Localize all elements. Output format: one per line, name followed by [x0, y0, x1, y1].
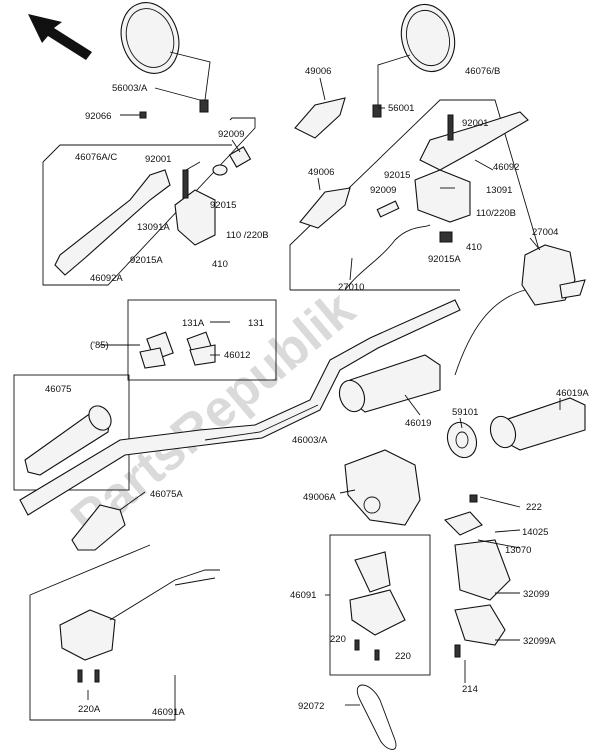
label-27004: 27004 — [532, 227, 558, 238]
throttle-housing — [521, 244, 586, 306]
label-92015-left: 92015 — [210, 200, 236, 211]
cable-clamp — [356, 684, 397, 750]
label-49006-middle: 49006 — [308, 167, 334, 178]
label-46019A: 46019A — [556, 388, 589, 399]
label-220A: 220A — [78, 704, 101, 715]
label-222: 222 — [526, 502, 542, 513]
region-outlines — [13, 99, 546, 721]
bolts — [77, 111, 478, 683]
throttle-case-parts — [443, 511, 511, 646]
label-92001-left: 92001 — [145, 154, 171, 165]
label-46091A: 46091A — [152, 707, 185, 718]
label-46019: 46019 — [405, 418, 431, 429]
label-92015A-left: 92015A — [130, 255, 163, 266]
label-92015-right: 92015 — [384, 170, 410, 181]
label-14025: 14025 — [522, 527, 548, 538]
label-46075: 46075 — [45, 384, 71, 395]
label-214: 214 — [462, 684, 478, 695]
lever-adjuster-parts — [139, 331, 216, 369]
label-46076B: 46076/B — [465, 66, 500, 77]
label-92066: 92066 — [85, 111, 111, 122]
label-131A: 131A — [182, 318, 205, 329]
label-46003A: 46003/A — [292, 435, 328, 446]
label-32099A: 32099A — [523, 636, 556, 647]
label-92009-left: 92009 — [218, 129, 244, 140]
label-220-right: 220 — [395, 651, 411, 662]
grip-left — [24, 405, 112, 476]
label-92072: 92072 — [298, 701, 324, 712]
switch-housing-parts — [349, 551, 406, 636]
label-85: ('85) — [90, 340, 109, 351]
label-56003A: 56003/A — [112, 83, 148, 94]
switch-housing-cover — [344, 449, 421, 526]
label-92015A-right: 92015A — [428, 254, 461, 265]
leader-lines — [87, 77, 561, 706]
grip-right-throttle — [489, 397, 586, 451]
lever-cover-middle — [299, 187, 351, 229]
label-13091A: 13091A — [137, 222, 170, 233]
label-110-220B-right: 110/220B — [476, 208, 516, 219]
label-410-left: 410 — [212, 259, 228, 270]
label-13091: 13091 — [486, 185, 512, 196]
label-92001-right: 92001 — [462, 118, 488, 129]
label-46091: 46091 — [290, 590, 316, 601]
label-13070: 13070 — [505, 545, 531, 556]
handlebar — [19, 299, 461, 516]
switch-cable — [454, 289, 526, 376]
part-labels: 56003/A 92066 49006 56001 46076/B 92001 … — [45, 66, 589, 718]
brake-lever-right — [419, 111, 529, 171]
label-46076AC: 46076A/C — [75, 152, 117, 163]
label-131: 131 — [248, 318, 264, 329]
label-220-left: 220 — [330, 634, 346, 645]
label-46012: 46012 — [224, 350, 250, 361]
lever-holder-right — [376, 114, 471, 243]
mirror-left — [120, 2, 211, 113]
label-410-right: 410 — [466, 242, 482, 253]
label-46075A: 46075A — [150, 489, 183, 500]
label-32099: 32099 — [523, 589, 549, 600]
label-56001: 56001 — [388, 103, 414, 114]
label-27010: 27010 — [338, 282, 364, 293]
label-110-220B-left: 110 /220B — [226, 230, 269, 241]
label-49006-upper: 49006 — [305, 66, 331, 77]
front-arrow-icon — [28, 14, 92, 60]
label-46092A: 46092A — [90, 273, 123, 284]
lever-holder-left — [174, 146, 252, 246]
lever-cover-upper — [294, 97, 346, 139]
clutch-lever-left — [54, 169, 171, 276]
mirror-right — [372, 3, 456, 118]
grip-collar — [446, 421, 478, 459]
label-49006A: 49006A — [303, 492, 336, 503]
label-92009-right: 92009 — [370, 185, 396, 196]
throttle-cable — [344, 224, 431, 291]
label-46092: 46092 — [493, 162, 519, 173]
grip-right — [338, 354, 441, 413]
grip-left-spare — [71, 504, 126, 551]
label-59101: 59101 — [452, 407, 478, 418]
left-switch-assembly — [59, 569, 220, 661]
